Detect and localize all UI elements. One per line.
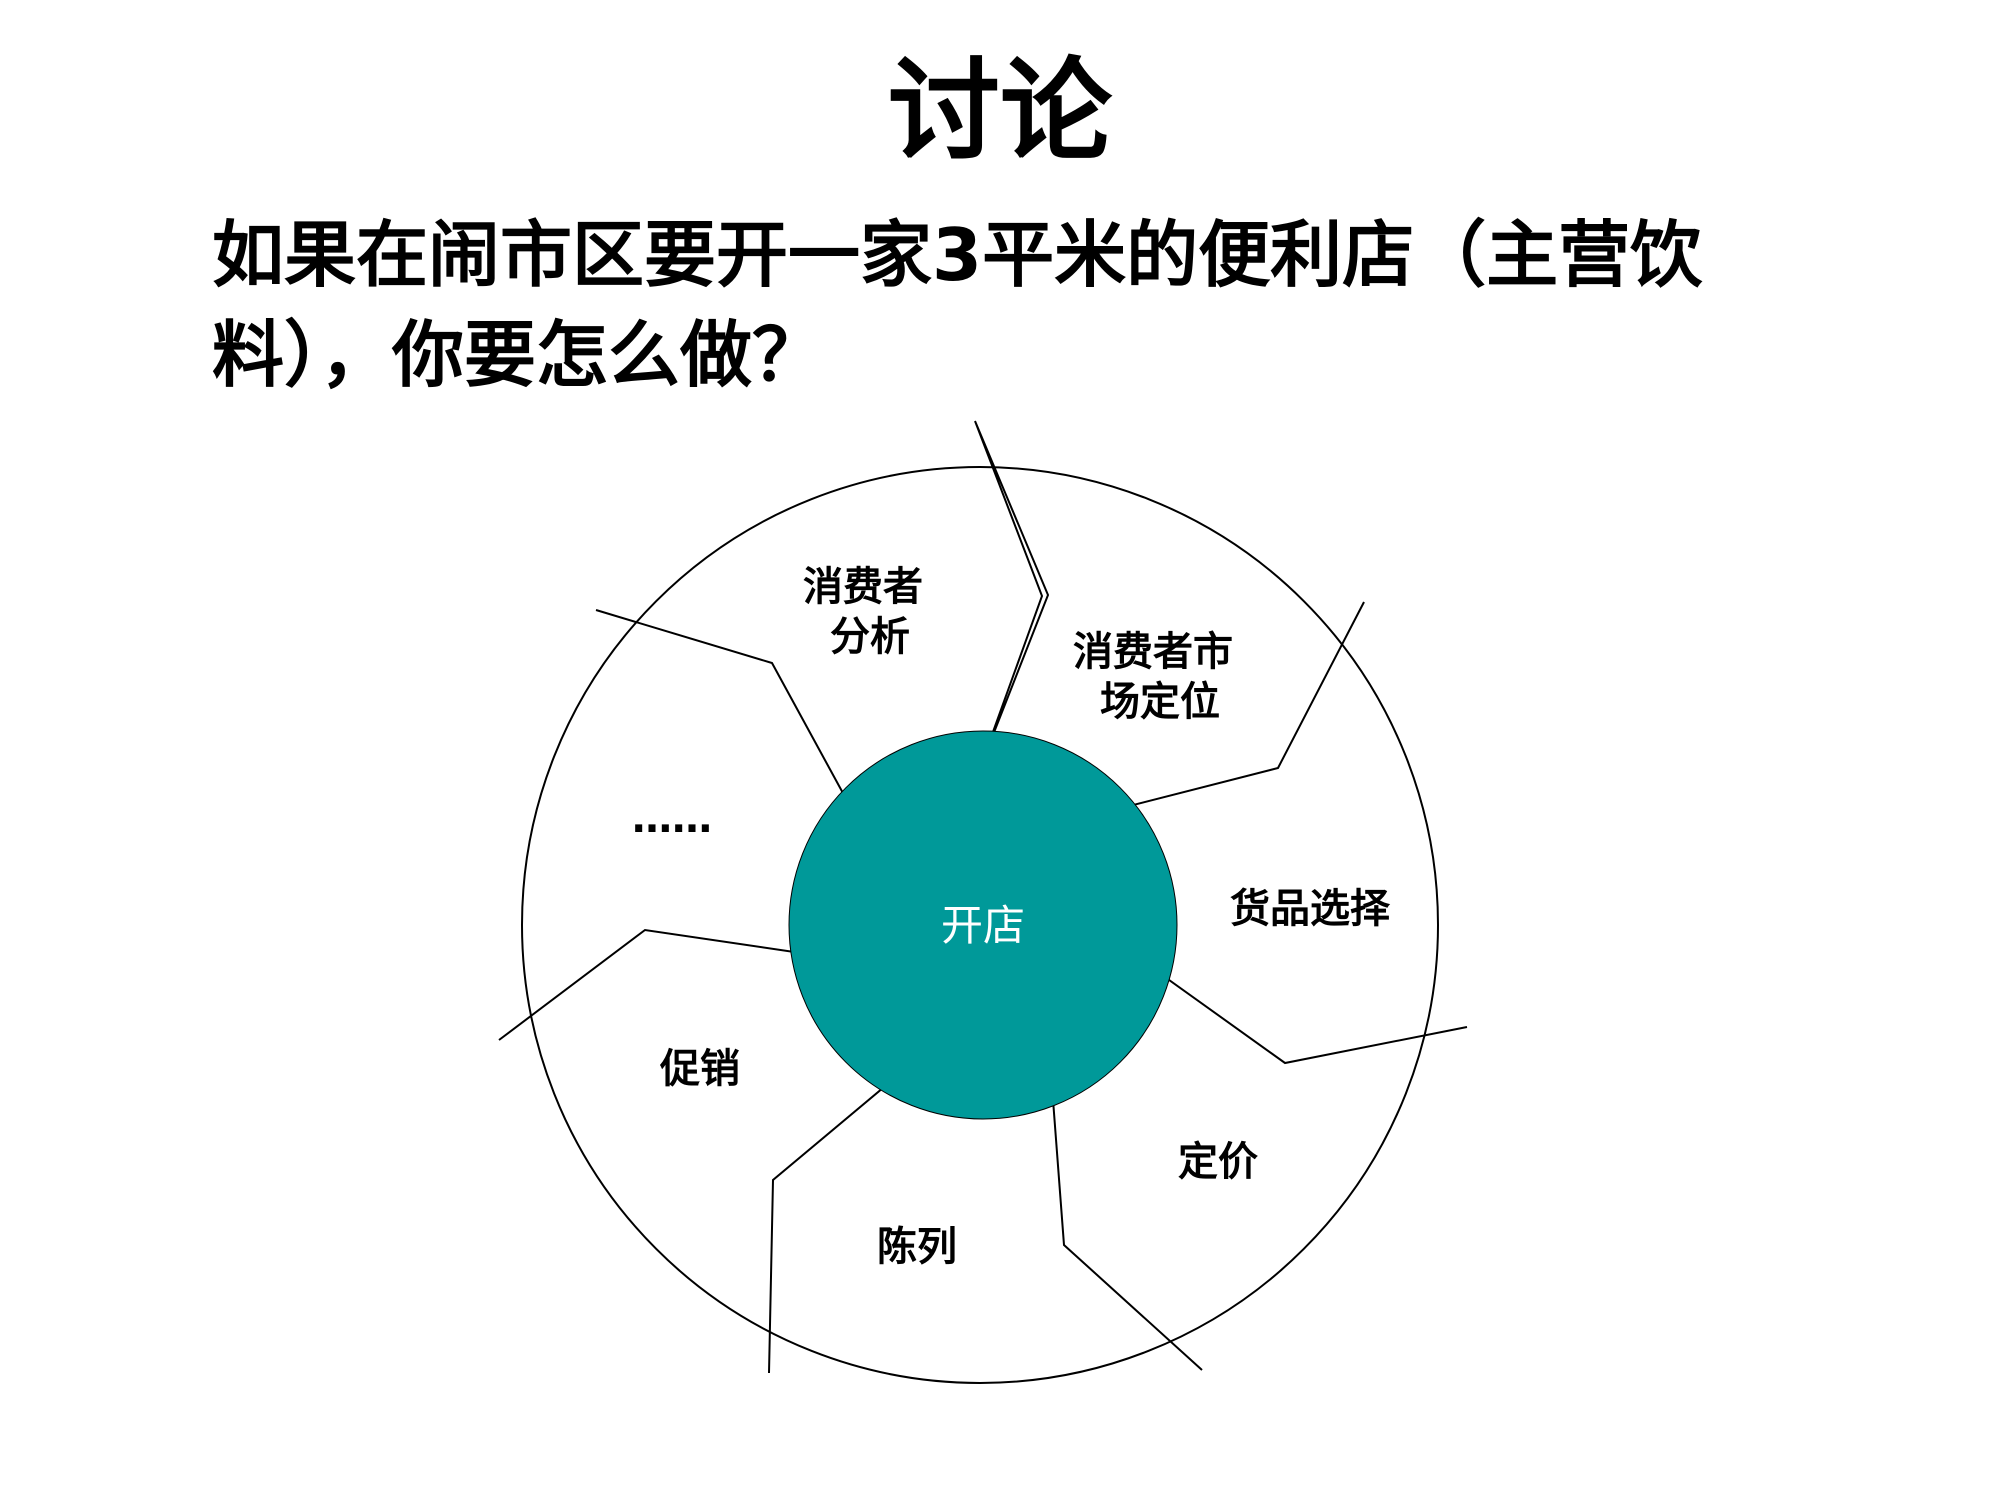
segment-display: 陈列 — [877, 1224, 957, 1270]
center-hub — [788, 730, 1178, 1120]
segment-ellipsis: …… — [632, 796, 712, 842]
segment-promotion: 促销 — [659, 1046, 740, 1092]
segment-pricing: 定价 — [1178, 1139, 1258, 1185]
center-hub-label: 开店 — [941, 901, 1025, 950]
segment-product-selection: 货品选择 — [1230, 886, 1391, 932]
segment-market-positioning: 消费者市 场定位 — [1073, 629, 1247, 725]
discussion-question: 如果在闹市区要开一家3平米的便利店（主营饮料），你要怎么做？ — [212, 213, 1703, 397]
slide-title: 讨论 — [888, 47, 1112, 177]
segment-consumer-analysis: 消费者 分析 — [803, 564, 937, 660]
